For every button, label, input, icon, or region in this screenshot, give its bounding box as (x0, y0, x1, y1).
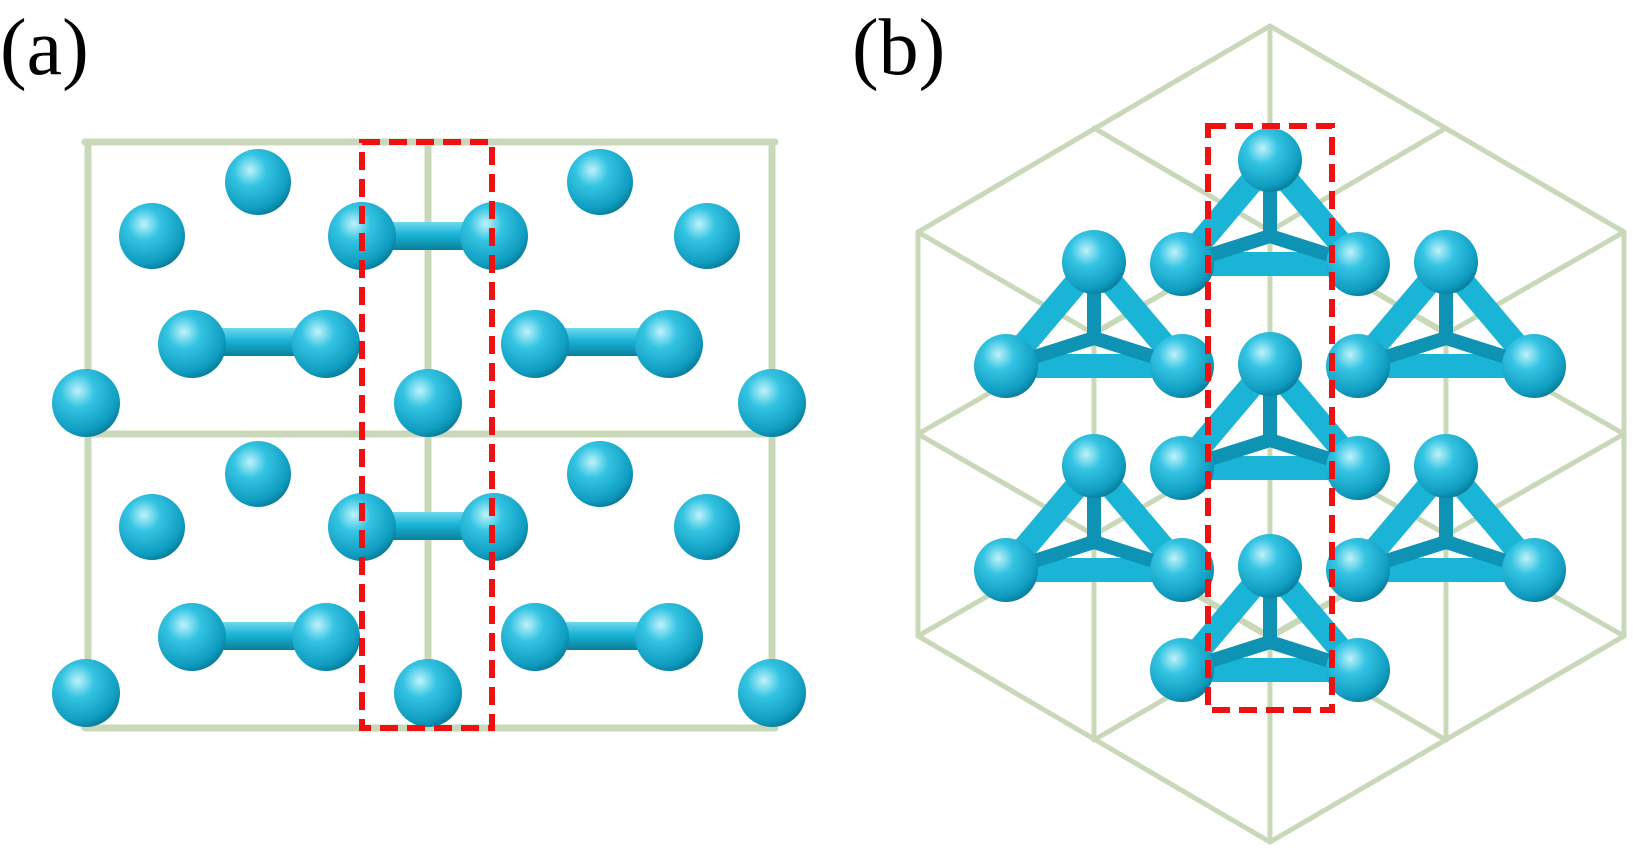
cluster-atom (1238, 128, 1302, 192)
tetrahedral-cluster (1326, 230, 1566, 398)
tetrahedral-cluster (1150, 332, 1390, 500)
cluster-atom (1150, 334, 1214, 398)
cluster-atom (1238, 332, 1302, 396)
cluster-atom (974, 334, 1038, 398)
cluster-atom (1150, 538, 1214, 602)
cluster-atom (1326, 436, 1390, 500)
tetrahedral-cluster (1326, 434, 1566, 602)
cluster-atom (1326, 334, 1390, 398)
cluster-atom (1502, 334, 1566, 398)
tetrahedral-cluster (974, 230, 1214, 398)
panel-b-selection-box (1205, 123, 1335, 713)
cluster-atom (974, 538, 1038, 602)
panel-a (52, 138, 806, 732)
cluster-atom (1062, 434, 1126, 498)
cluster-atom (1150, 436, 1214, 500)
panel-b-label: (b) (852, 4, 946, 92)
cluster-atom (1326, 538, 1390, 602)
cluster-atom (1238, 534, 1302, 598)
cluster-atom (1326, 638, 1390, 702)
tetrahedral-cluster (1150, 534, 1390, 702)
cluster-atom (1150, 232, 1214, 296)
cluster-atom (1326, 232, 1390, 296)
panel-b (915, 23, 1627, 845)
cluster-atom (1062, 230, 1126, 294)
tetrahedral-cluster (1150, 128, 1390, 296)
panel-a-selection-box (359, 139, 495, 731)
panel-a-label: (a) (0, 4, 89, 92)
cluster-atom (1502, 538, 1566, 602)
cluster-atom (1414, 434, 1478, 498)
cluster-atom (1414, 230, 1478, 294)
cluster-atom (1150, 638, 1214, 702)
tetrahedral-cluster (974, 434, 1214, 602)
panel-b-clusters (974, 128, 1566, 702)
